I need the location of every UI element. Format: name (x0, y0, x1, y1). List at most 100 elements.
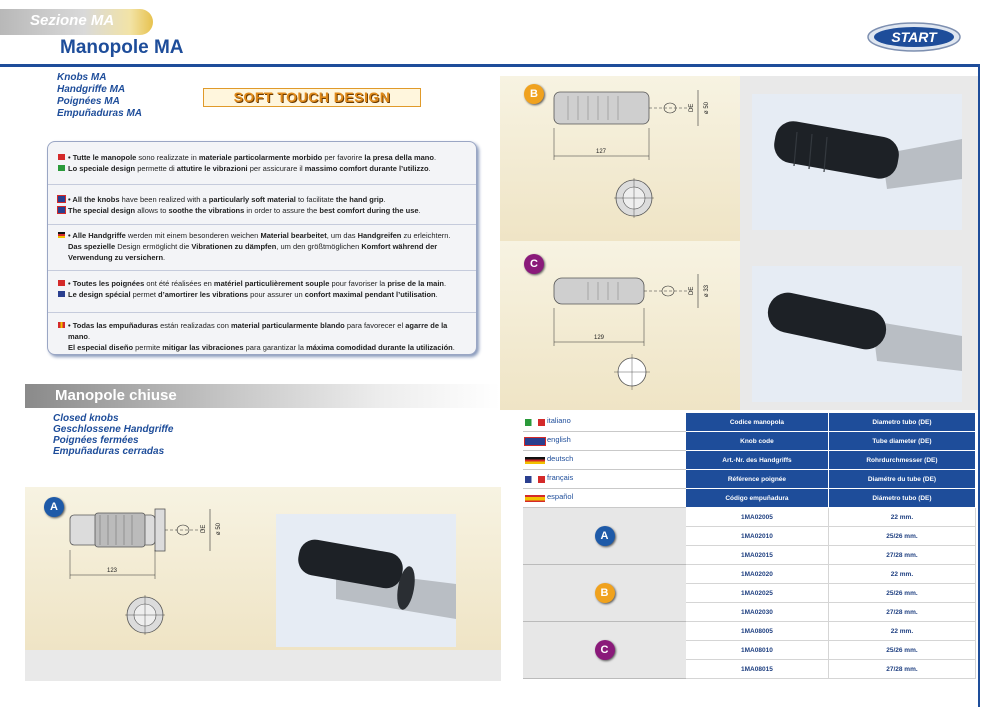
flag-fr-icon (58, 291, 65, 297)
group-a-cell: A (523, 507, 686, 565)
table-row: C 1MA08005 22 mm. (523, 621, 977, 679)
start-logo: START (867, 22, 961, 52)
code-cell: 1MA08010 (686, 640, 829, 660)
code-cell: 1MA08015 (686, 659, 829, 679)
desc-line: El especial diseño permite mitigar las v… (68, 343, 455, 352)
desc-line: • Todas las empuñaduras están realizadas… (58, 320, 468, 342)
flag-fr-icon (525, 476, 545, 483)
diameter-cell: 22 mm. (828, 621, 977, 641)
diameter-cell: 25/26 mm. (828, 640, 977, 660)
badge-c: C (524, 254, 544, 274)
technical-drawing-c: DE ø 33 129 (553, 274, 710, 390)
header-diameter: Tube diameter (DE) (828, 431, 977, 451)
header-diameter: Diámetro tubo (DE) (828, 488, 977, 508)
technical-drawing-b: DE ø 50 127 (553, 90, 710, 218)
header-code: Codice manopola (686, 413, 829, 432)
badge-b: B (594, 583, 615, 603)
lang-cell: français (523, 469, 686, 489)
table-row: 1MA02025 25/26 mm. (523, 583, 977, 603)
header-code: Art.-Nr. des Handgriffs (686, 450, 829, 470)
code-cell: 1MA02005 (686, 507, 829, 527)
soft-touch-badge: SOFT TOUCH DESIGN (203, 88, 421, 107)
group-b-cell: B (523, 564, 686, 622)
knobs-title-fr: Poignées MA (57, 96, 120, 107)
flag-it-icon (525, 419, 545, 426)
desc-line: • Alle Handgriffe werden mit einem beson… (58, 230, 468, 241)
technical-drawing-a: DE ø 50 123 (69, 508, 222, 635)
desc-line: Lo speciale design permette di attutire … (58, 163, 468, 174)
desc-line: • Tutte le manopole sono realizzate in m… (58, 152, 468, 163)
divider (48, 224, 476, 225)
knobs-title-es: Empuñaduras MA (57, 108, 143, 119)
diameter-label-c: ø 33 (704, 284, 710, 297)
table-header-row: english Knob code Tube diameter (DE) (523, 431, 977, 451)
flag-fr-icon (58, 280, 65, 286)
knobs-titles: Knobs MA Handgriffe MA Poignées MA Empuñ… (57, 72, 142, 120)
code-cell: 1MA02030 (686, 602, 829, 622)
diameter-cell: 27/28 mm. (828, 545, 977, 565)
subtitle-de: Geschlossene Handgriffe (53, 424, 174, 435)
diameter-cell: 22 mm. (828, 507, 977, 527)
desc-german: • Alle Handgriffe werden mit einem beson… (58, 230, 468, 263)
header-code: Référence poignée (686, 469, 829, 489)
flag-es-icon (58, 322, 65, 328)
diameter-cell: 27/28 mm. (828, 602, 977, 622)
section-tab: Sezione MA (0, 9, 153, 35)
right-border (978, 64, 1000, 707)
flag-de-icon (525, 457, 545, 464)
code-cell: 1MA02010 (686, 526, 829, 546)
desc-italian: • Tutte le manopole sono realizzate in m… (58, 152, 468, 174)
spec-table: italiano Codice manopola Diametro tubo (… (523, 413, 977, 679)
page-title: Manopole MA (60, 37, 184, 58)
flag-es-icon (525, 495, 545, 502)
description-box: • Tutte le manopole sono realizzate in m… (47, 141, 477, 355)
badge-a: A (44, 497, 64, 517)
diameter-cell: 27/28 mm. (828, 659, 977, 679)
group-c-cell: C (523, 621, 686, 679)
length-label-a: 123 (107, 568, 118, 574)
flag-uk-icon (57, 206, 66, 214)
desc-line: • All the knobs have been realized with … (57, 194, 468, 205)
table-header-row: français Référence poignée Diamétre du t… (523, 469, 977, 489)
de-label-c: DE (689, 287, 695, 295)
code-cell: 1MA08005 (686, 621, 829, 641)
lang-cell: italiano (523, 413, 686, 432)
header-diameter: Diamétre du tube (DE) (828, 469, 977, 489)
code-cell: 1MA02020 (686, 564, 829, 584)
diameter-label-b: ø 50 (704, 101, 710, 114)
header-divider (0, 64, 985, 67)
table-row: 1MA08015 27/28 mm. (523, 659, 977, 679)
table-row: 1MA02030 27/28 mm. (523, 602, 977, 622)
divider (48, 184, 476, 185)
closed-knobs-subtitles: Closed knobs Geschlossene Handgriffe Poi… (53, 413, 173, 457)
desc-english: • All the knobs have been realized with … (57, 194, 468, 216)
flag-uk-icon (57, 195, 66, 203)
lang-cell: español (523, 488, 686, 508)
code-cell: 1MA02015 (686, 545, 829, 565)
section2-title: Manopole chiuse (55, 387, 177, 404)
code-cell: 1MA02025 (686, 583, 829, 603)
flag-it-icon (58, 154, 65, 160)
flag-it-icon (58, 165, 65, 171)
diameter-label-a: ø 50 (216, 522, 222, 535)
subtitle-es: Empuñaduras cerradas (53, 446, 165, 457)
table-header-row: italiano Codice manopola Diametro tubo (… (523, 413, 977, 432)
product-photo-a (276, 514, 456, 647)
divider (48, 270, 476, 271)
desc-spanish: • Todas las empuñaduras están realizadas… (58, 320, 468, 353)
header-code: Código empuñadura (686, 488, 829, 508)
knobs-title-de: Handgriffe MA (57, 84, 126, 95)
table-row: A 1MA02005 22 mm. (523, 507, 977, 565)
diameter-cell: 25/26 mm. (828, 526, 977, 546)
de-label-b: DE (689, 104, 695, 112)
desc-line: Das spezielle Design ermöglicht die Vibr… (68, 242, 438, 262)
diameter-cell: 22 mm. (828, 564, 977, 584)
diameter-cell: 25/26 mm. (828, 583, 977, 603)
logo-text: START (891, 29, 938, 45)
table-row: 1MA08010 25/26 mm. (523, 640, 977, 660)
lang-cell: deutsch (523, 450, 686, 470)
table-row: 1MA02010 25/26 mm. (523, 526, 977, 546)
flag-uk-icon (524, 437, 546, 446)
desc-line: • Toutes les poignées ont été réalisées … (58, 278, 468, 289)
desc-line: The special design allows to soothe the … (57, 205, 468, 216)
